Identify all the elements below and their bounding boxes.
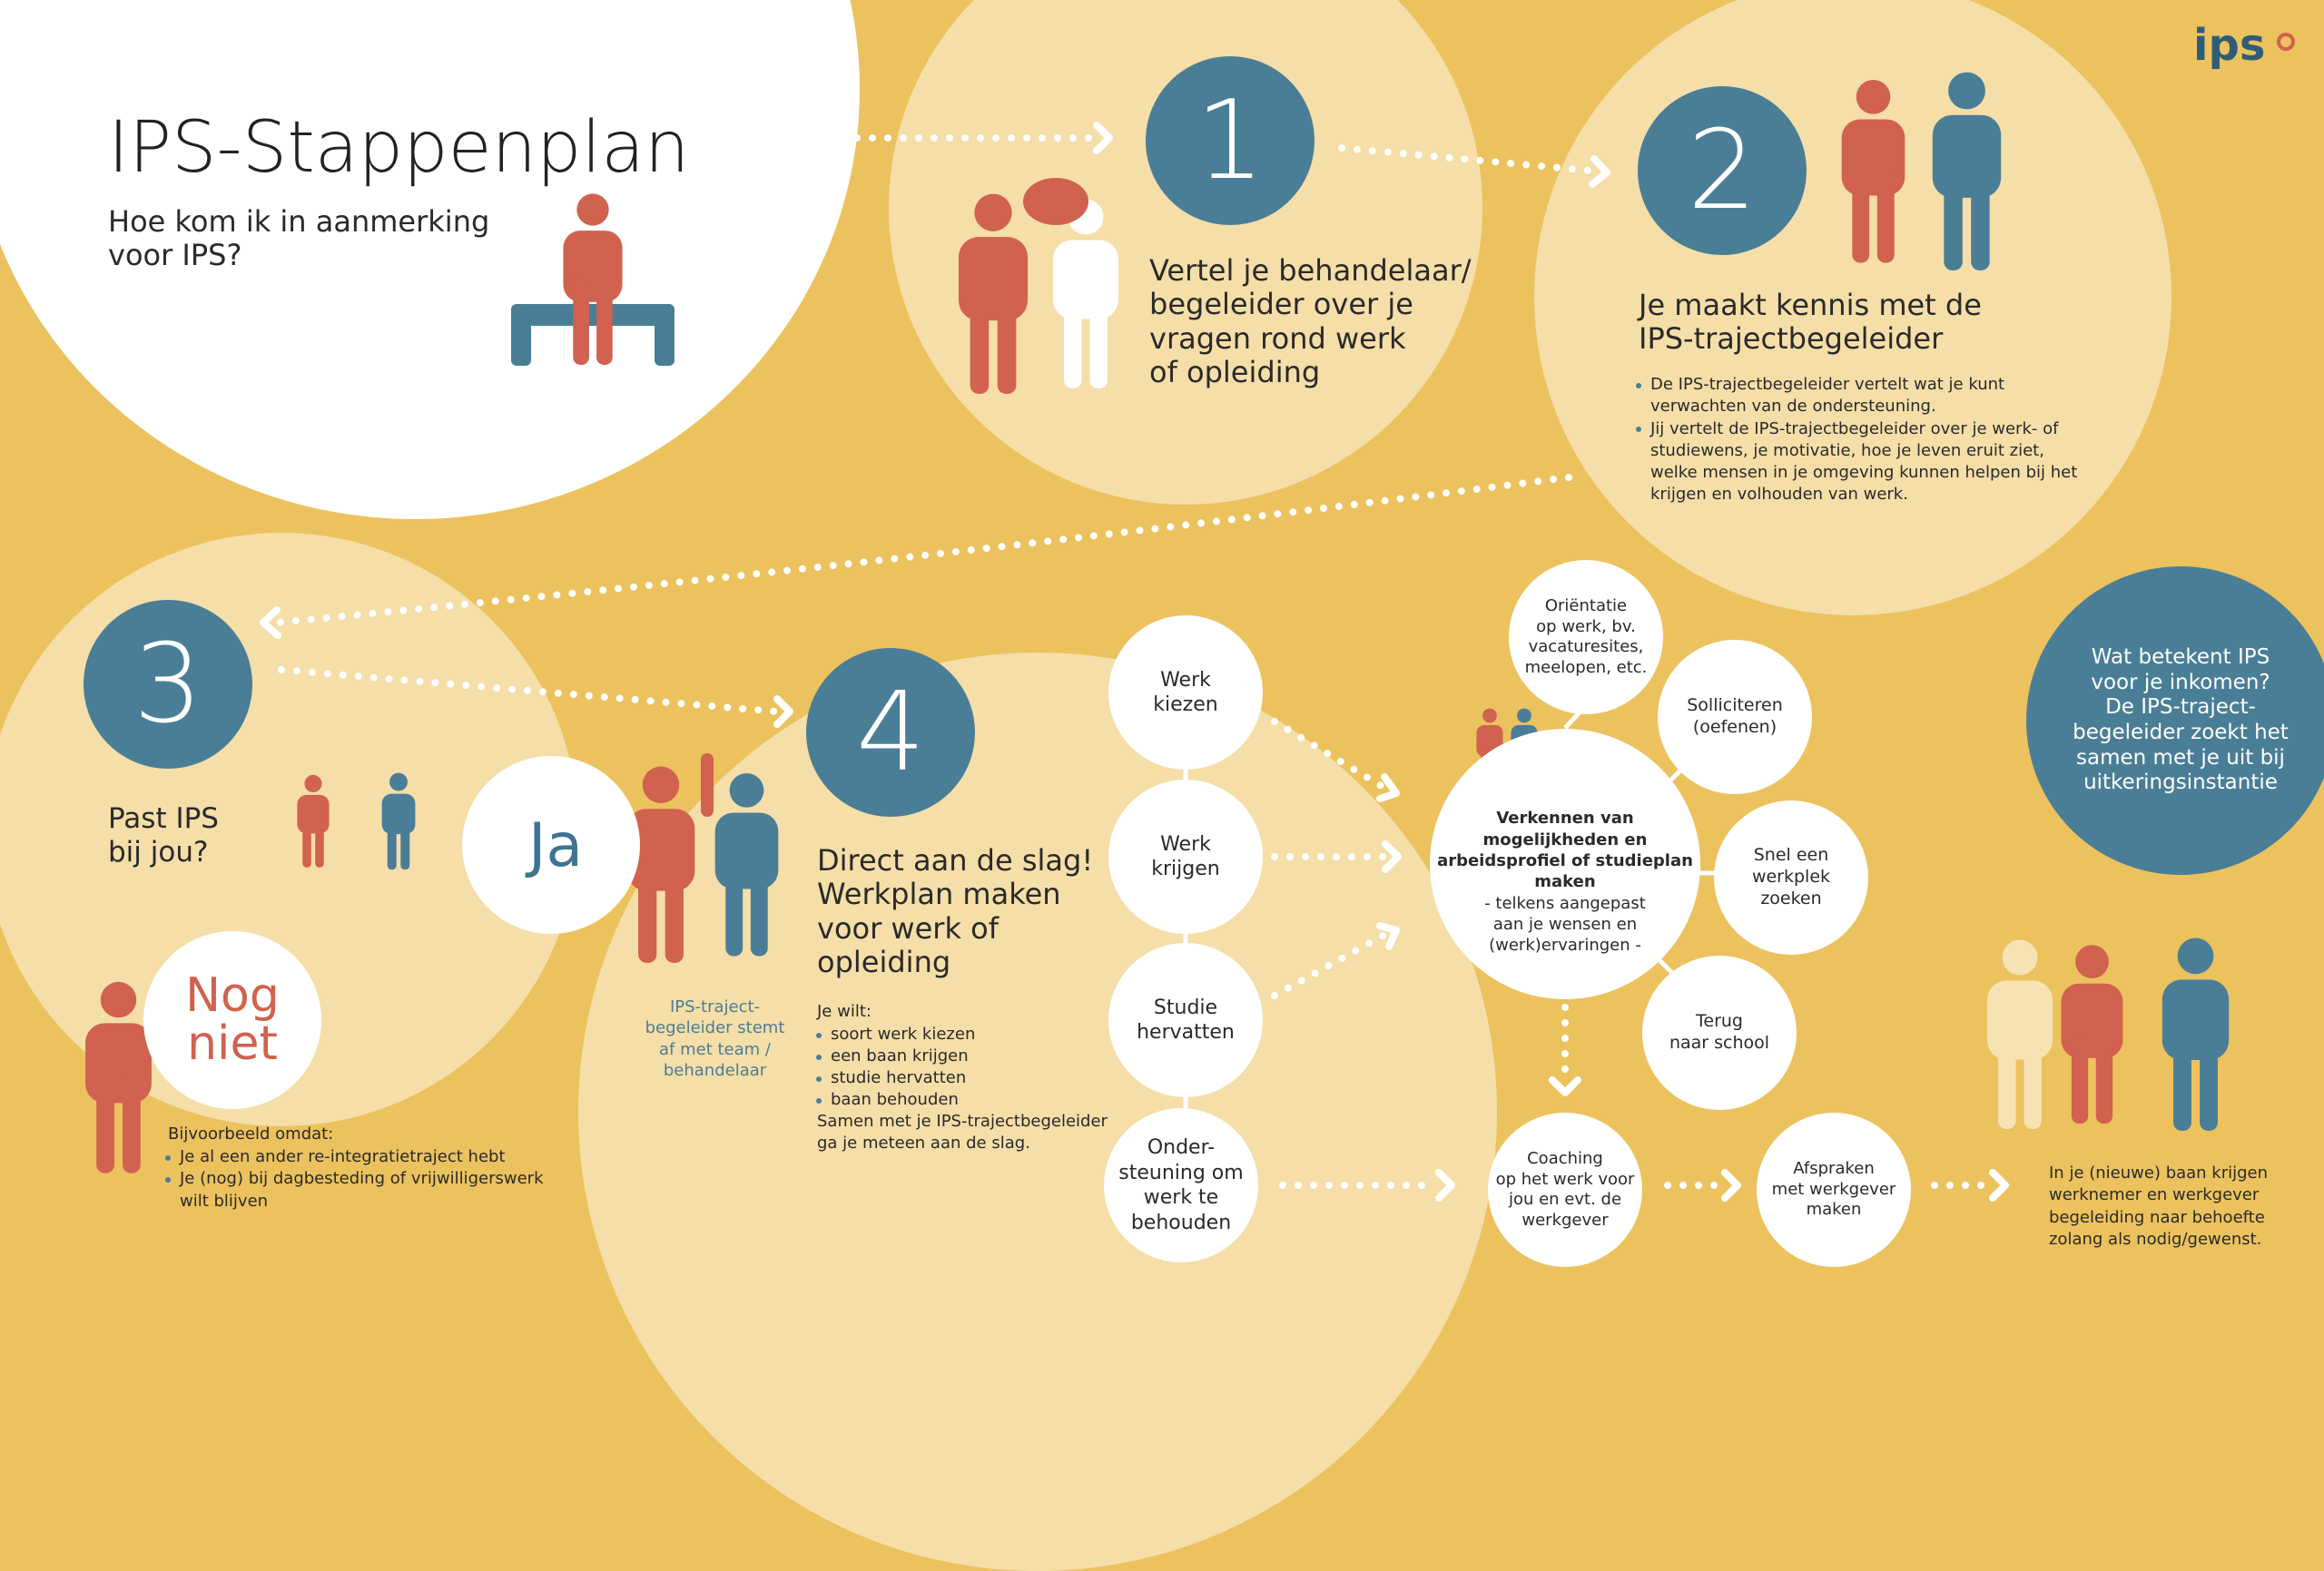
income-circle: Wat betekent IPS voor je inkomen? De IPS… [2026, 566, 2324, 875]
person-figures [85, 72, 2230, 1173]
yes-circle: Ja [462, 756, 640, 934]
step-4-badge: 4 [806, 648, 975, 817]
page-title: IPS-Stappenplan [108, 107, 690, 189]
goal-ondersteuning: Onder- steuning om werk te behouden [1104, 1108, 1258, 1262]
income-text: Wat betekent IPS voor je inkomen? De IPS… [2073, 645, 2289, 795]
dotted-arrow [1271, 931, 1388, 999]
option-terug-naar-school: Terug naar school [1642, 956, 1797, 1110]
coaching-circle: Coaching op het werk voor jou en evt. de… [1488, 1113, 1642, 1267]
option-orientatie: Oriëntatie op werk, bv. vacaturesites, m… [1509, 560, 1663, 714]
step-2-bullets: De IPS-trajectbegeleider vertelt wat je … [1634, 374, 2088, 506]
bullet-item: studie hervatten [814, 1067, 975, 1089]
step-4-intro: Je wilt: [817, 1002, 872, 1021]
option-snel-werkplek: Snel een werkplek zoeken [1714, 800, 1868, 955]
step2-bg-circle [1534, 0, 2171, 615]
not-yet-bullets: Je al een ander re-integratietraject heb… [163, 1146, 554, 1213]
not-yet-circle: Nog niet [143, 931, 321, 1109]
dotted-arrow [273, 474, 1572, 626]
dotted-arrow [1271, 718, 1388, 791]
yes-note: IPS-traject- begeleider stemt af met tea… [645, 997, 785, 1081]
step-4-heading: Direct aan de slag! Werkplan maken voor … [817, 843, 1094, 980]
not-yet-intro: Bijvoorbeeld omdat: [168, 1124, 334, 1144]
step-4-bullets: soort werk kiezen een baan krijgen studi… [814, 1024, 975, 1111]
not-yet-label: Nog niet [185, 967, 280, 1071]
step-3-question: Past IPS bij jou? [108, 802, 219, 869]
power-icon [2277, 33, 2295, 51]
ips-logo: ips [2193, 20, 2266, 71]
connectors [85, 72, 2230, 1202]
step-2-badge: 2 [1638, 86, 1807, 255]
bullet-item: Je al een ander re-integratietraject heb… [163, 1146, 554, 1168]
goal-werk-krijgen: Werk krijgen [1108, 780, 1263, 934]
goal-studie-hervatten: Studie hervatten [1108, 943, 1263, 1097]
bullet-item: Je (nog) bij dagbesteding of vrijwillige… [163, 1168, 554, 1213]
bullet-item: baan behouden [814, 1089, 975, 1111]
center-circle: Verkennen van mogelijkheden en arbeidspr… [1430, 729, 1700, 999]
step-1-badge: 1 [1146, 56, 1315, 225]
yes-label: Ja [528, 810, 583, 880]
center-subtitle: - telkens aangepast aan je wensen en (we… [1484, 893, 1646, 956]
connector-line [1563, 711, 1581, 730]
bullet-item: een baan krijgen [814, 1046, 975, 1067]
step-2-heading: Je maakt kennis met de IPS-trajectbegele… [1639, 288, 1982, 357]
chevron-icons [260, 122, 2009, 1202]
bullet-item: soort werk kiezen [814, 1024, 975, 1046]
closing-text: In je (nieuwe) baan krijgen werknemer en… [2049, 1164, 2269, 1249]
goal-werk-kiezen: Werk kiezen [1108, 615, 1263, 770]
option-solliciteren: Solliciteren (oefenen) [1658, 640, 1812, 794]
dotted-arrow [278, 666, 780, 715]
bullet-item: Jij vertelt de IPS-trajectbegeleider ove… [1634, 418, 2088, 506]
step-3-badge: 3 [84, 600, 252, 769]
bullet-item: De IPS-trajectbegeleider vertelt wat je … [1634, 374, 2088, 418]
dotted-arrow [1338, 144, 1594, 174]
step-4-outro: Samen met je IPS-trajectbegeleider ga je… [817, 1112, 1108, 1153]
step-1-text: Vertel je behandelaar/ begeleider over j… [1149, 253, 1472, 390]
center-title: Verkennen van mogelijkheden en arbeidspr… [1437, 809, 1693, 892]
page-subtitle: Hoe kom ik in aanmerking voor IPS? [108, 204, 490, 272]
afspraken-circle: Afspraken met werkgever maken [1757, 1113, 1911, 1267]
